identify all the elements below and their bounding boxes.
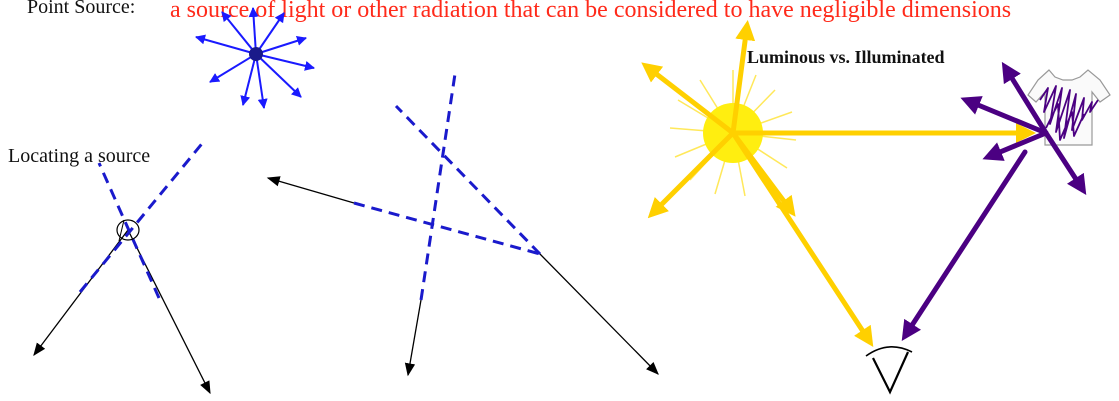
point-source-definition: a source of light or other radiation tha… <box>170 0 1012 23</box>
luminous-rays <box>641 20 1036 348</box>
source-location-marker <box>116 219 140 241</box>
left-traceback-lines <box>78 139 207 299</box>
radiating-star-icon <box>195 7 315 109</box>
point-source-label: Point Source: <box>27 0 136 18</box>
tshirt-icon <box>1027 69 1111 146</box>
illuminated-rays <box>901 61 1087 342</box>
middle-light-rays <box>266 176 659 377</box>
source-marker-tick <box>118 219 125 242</box>
locating-source-label: Locating a source <box>8 145 151 167</box>
luminous-vs-illuminated-title: Luminous vs. Illuminated <box>747 47 945 67</box>
middle-traceback-lines <box>353 73 542 301</box>
left-light-rays <box>33 229 211 395</box>
eye-icon <box>865 346 913 395</box>
